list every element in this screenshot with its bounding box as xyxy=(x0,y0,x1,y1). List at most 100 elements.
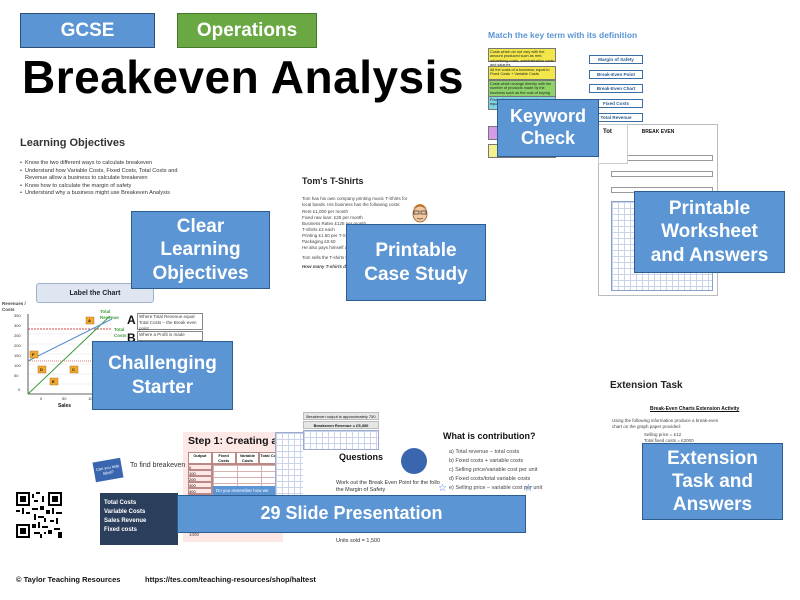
case-study-callout: Printable Case Study xyxy=(346,224,486,301)
questions-text: Work out the Break Even Point for the fo… xyxy=(336,480,462,494)
objective-item: Know the two different ways to calculate… xyxy=(20,160,200,168)
row-value: 400 xyxy=(188,488,212,494)
row-value: 200 xyxy=(188,476,212,482)
definition-card: Costs which do not vary with the amount … xyxy=(488,48,556,67)
series-label-total-costs: Total Costs xyxy=(114,327,127,338)
speech-bubble-icon xyxy=(401,448,427,474)
presentation-callout: 29 Slide Presentation xyxy=(177,495,526,533)
contribution-option: e) Selling price – variable cost per uni… xyxy=(449,485,543,491)
extension-bullet: Total fixed costs = £2000 xyxy=(644,438,694,443)
find-breakeven-panel: Total Costs Variable Costs Sales Revenue… xyxy=(100,493,178,545)
extension-instruction: Using the following information produce … xyxy=(612,418,719,429)
chart-y-label: Revenues / Costs xyxy=(2,301,26,312)
term-card: Break-Even Chart xyxy=(589,84,643,93)
worksheet-left-slide: Tot xyxy=(598,124,628,164)
shop-url-link[interactable]: https://tes.com/teaching-resources/shop/… xyxy=(145,575,316,584)
cost-list-item: Fixed costs xyxy=(104,527,138,533)
series-label-total-revenue: Total Revenue xyxy=(100,309,119,320)
extension-bullet: Selling price = £12 xyxy=(644,432,682,437)
contribution-option: d) Fixed costs/total variable costs xyxy=(449,476,531,482)
step-table: Output Fixed Costs Variable Costs Total … xyxy=(188,452,283,464)
column-header: Variable Costs xyxy=(235,452,260,464)
objective-item: Understand how Variable Costs, Fixed Cos… xyxy=(20,168,200,183)
case-study-question1: Tom sells the T-shirts for £10 xyxy=(302,255,360,260)
label-bubble: Can you help label? xyxy=(92,457,124,483)
gcse-tag: GCSE xyxy=(20,13,155,48)
learning-objectives-list: Know the two different ways to calculate… xyxy=(20,160,200,198)
y-tick: 300 xyxy=(14,323,21,328)
worksheet-callout: Printable Worksheet and Answers xyxy=(634,191,785,273)
step-note: Do you remember how we xyxy=(213,486,283,495)
cost-item: Business Rates £125 per month xyxy=(302,221,367,226)
contribution-title: What is contribution? xyxy=(443,431,536,441)
questions-title: Questions xyxy=(339,452,384,462)
contribution-option: c) Selling price/variable cost per unit xyxy=(449,467,538,473)
operations-tag: Operations xyxy=(177,13,317,48)
answer-letter: A xyxy=(127,313,136,327)
column-header: Fixed Costs xyxy=(211,452,236,464)
column-header: Output xyxy=(188,452,212,464)
case-study-costs: Rent £1,000 per month Fixed raw loan: £2… xyxy=(302,209,452,251)
learning-objectives-heading: Learning Objectives xyxy=(20,137,126,149)
worksheet-heading: BREAK EVEN xyxy=(641,129,675,135)
star-icon: ☆ xyxy=(438,483,447,494)
answer-box: Where a Profit is made xyxy=(137,331,203,341)
x-tick: 100 xyxy=(88,396,95,401)
keyword-check-callout: Keyword Check xyxy=(497,99,599,157)
row-value: 1000 xyxy=(189,532,200,537)
cost-item: Printing £1.50 per T-Shirt xyxy=(302,233,352,238)
keyword-slide-title: Match the key term with its definition xyxy=(488,30,638,40)
definition-card: All the costs of a business; equal to Fi… xyxy=(488,66,556,80)
y-tick: 50 xyxy=(14,373,19,378)
worksheet-question-box xyxy=(611,171,713,177)
y-tick: 150 xyxy=(14,353,21,358)
cost-list-item: Total Costs xyxy=(104,500,137,506)
y-tick: 350 xyxy=(14,313,21,318)
starter-callout: Challenging Starter xyxy=(92,341,233,410)
contribution-options: a) Total revenue – total costs b) Fixed … xyxy=(449,448,543,493)
contribution-option: b) Fixed costs + variable costs xyxy=(449,458,524,464)
star-icon: ☆ xyxy=(524,483,533,494)
x-tick: 50 xyxy=(62,396,67,401)
extension-subtitle: Break-Even Charts Extension Activity xyxy=(650,406,740,412)
point-label: A xyxy=(88,318,91,323)
cost-item: He also pays himself a salary xyxy=(302,245,361,250)
questions-units: Units sold = 1,500 xyxy=(336,538,381,544)
y-tick: 200 xyxy=(14,343,21,348)
questions-header2: Breakeven Revenue = £5,300 xyxy=(303,421,379,429)
row-value: 100 xyxy=(188,470,212,476)
learning-objectives-callout: Clear Learning Objectives xyxy=(131,211,270,289)
point-label: C xyxy=(72,367,75,372)
x-axis-label: Sales xyxy=(58,403,72,409)
point-label: F xyxy=(32,352,35,357)
questions-graph xyxy=(303,430,379,450)
term-card: Margin of Safety xyxy=(589,55,643,64)
cost-list-item: Sales Revenue xyxy=(104,518,147,524)
objective-item: Understand why a business might use Brea… xyxy=(20,190,200,198)
label-chart-title: Label the Chart xyxy=(36,283,154,303)
point-label: D xyxy=(40,367,43,372)
extension-callout: Extension Task and Answers xyxy=(642,443,783,520)
answer-letter: B xyxy=(127,331,136,345)
page-title: Breakeven Analysis xyxy=(22,51,465,103)
x-tick: 0 xyxy=(40,396,43,401)
point-label: E xyxy=(52,379,55,384)
answer-box: Where Total Revenue equal Total Costs – … xyxy=(137,313,203,331)
contribution-slide: What is contribution? a) Total revenue –… xyxy=(440,428,543,498)
contribution-option: a) Total revenue – total costs xyxy=(449,449,520,455)
row-value: 300 xyxy=(188,482,212,488)
cost-item: Rent £1,000 per month xyxy=(302,209,349,214)
cost-item: Packaging £0.50 xyxy=(302,239,336,244)
row-value: 0 xyxy=(188,464,212,470)
term-card: Break-Even Point xyxy=(589,70,643,79)
extension-title: Extension Task xyxy=(610,380,683,391)
qr-code-icon xyxy=(16,492,62,538)
objective-item: Know how to calculate the margin of safe… xyxy=(20,183,200,191)
case-study-intro: Tom has his own company printing music T… xyxy=(302,196,408,207)
copyright-text: © Taylor Teaching Resources xyxy=(16,575,121,584)
y-tick: 100 xyxy=(14,363,21,368)
find-breakeven-text: To find breakeven xyxy=(130,462,186,469)
y-tick: 250 xyxy=(14,333,21,338)
questions-header1: Breakeven output is approximately 750 xyxy=(303,412,379,420)
case-study-title: Tom's T-Shirts xyxy=(302,176,364,186)
